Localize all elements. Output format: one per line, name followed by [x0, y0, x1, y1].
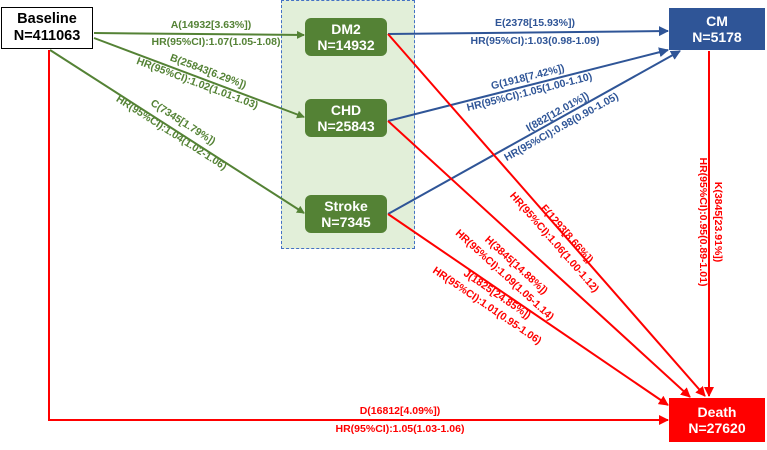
- node-stroke-count: N=7345: [321, 214, 371, 230]
- edge-j-line: [387, 213, 669, 406]
- edge-d-label: D(16812[4.09%]): [360, 405, 441, 417]
- node-death: Death N=27620: [669, 398, 765, 442]
- node-stroke: Stroke N=7345: [305, 195, 387, 233]
- edge-k-hr: HR(95%CI):0.95(0.89-1.01): [697, 158, 709, 287]
- node-cm-name: CM: [706, 12, 728, 29]
- edge-c-line: [49, 49, 305, 214]
- node-cm: CM N=5178: [669, 8, 765, 50]
- node-dm2-name: DM2: [331, 20, 361, 37]
- node-baseline-count: N=411063: [13, 28, 81, 44]
- edge-e-hr: HR(95%CI):1.03(0.98-1.09): [471, 35, 600, 47]
- node-baseline: Baseline N=411063: [1, 7, 93, 49]
- edge-k-label: K(3845[23.91%]): [712, 182, 724, 263]
- edge-i-hr: HR(95%CI):0.98(0.90-1.05): [502, 90, 620, 163]
- node-death-count: N=27620: [688, 420, 746, 436]
- node-dm2: DM2 N=14932: [305, 18, 387, 56]
- edge-g-line: [387, 47, 669, 122]
- edge-e-label: E(2378[15.93%]): [495, 17, 575, 29]
- node-death-name: Death: [697, 403, 737, 420]
- node-stroke-name: Stroke: [324, 197, 368, 214]
- edge-a-line: [93, 30, 305, 39]
- node-chd: CHD N=25843: [305, 99, 387, 137]
- edge-i-line: [387, 50, 681, 215]
- edge-d-hr: HR(95%CI):1.05(1.03-1.06): [336, 423, 465, 435]
- node-dm2-count: N=14932: [317, 37, 375, 53]
- edge-h-line: [387, 120, 691, 398]
- node-chd-name: CHD: [330, 101, 362, 118]
- edge-a-label: A(14932[3.63%]): [171, 19, 252, 31]
- edge-a-hr: HR(95%CI):1.07(1.05-1.08): [152, 36, 281, 48]
- edge-d-line: [48, 50, 669, 425]
- edge-b-line: [93, 37, 305, 119]
- edge-e-line: [387, 26, 669, 37]
- node-chd-count: N=25843: [317, 118, 375, 134]
- edge-f-line: [387, 33, 706, 397]
- node-cm-count: N=5178: [692, 29, 742, 45]
- node-baseline-name: Baseline: [17, 11, 77, 28]
